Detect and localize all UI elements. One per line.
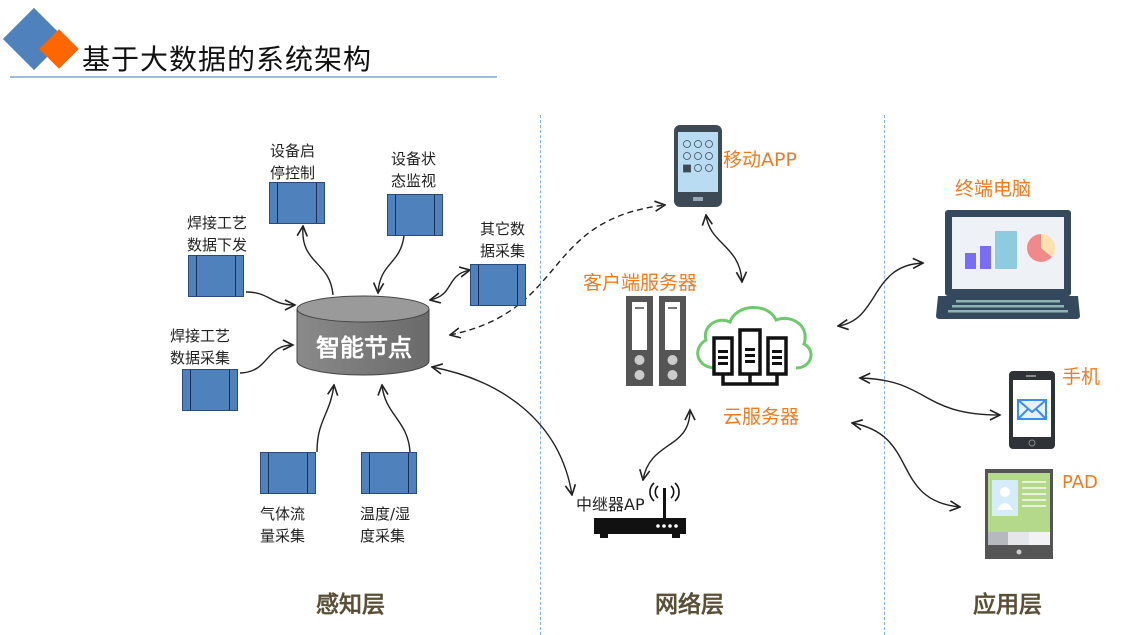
device-box-temp-humidity[interactable] [361,452,417,494]
device-box-start-stop[interactable] [269,182,325,224]
smart-node[interactable]: 智能节点 [296,295,430,377]
arrow-gas-to-node [316,385,334,453]
repeater-label: 中继器AP [576,495,645,514]
device-label-weld-collect: 焊接工艺数据采集 [170,327,231,367]
cloud-server[interactable] [688,298,818,393]
arrow-weldcollect-to-node [239,345,293,374]
device-label-temp-humidity: 温度/湿度采集 [360,505,411,545]
arrow-node-to-startstop [303,226,334,296]
cloud-server-icon [696,306,813,386]
mobile-app-label: 移动APP [723,149,797,171]
arrow-repeater-cloud [643,410,690,480]
server-rack-icon [626,296,686,386]
mobile-app-device[interactable] [673,124,723,208]
device-box-gas-flow[interactable] [260,452,316,494]
arrow-mobile-cloud [706,215,742,282]
device-box-other-data[interactable] [470,264,526,306]
terminal-pc[interactable] [934,208,1082,323]
device-label-start-stop: 设备启停控制 [270,142,316,182]
device-box-weld-download[interactable] [188,255,244,297]
phone-mail-icon [1009,371,1055,449]
device-label-status-monitor: 设备状态监视 [391,150,437,190]
arrow-node-othercollect [430,270,470,300]
client-server-label: 客户端服务器 [583,272,698,294]
arrow-download-to-node [245,291,295,305]
layer-label-network: 网络层 [655,592,724,618]
arrow-node-mobile-dashed [450,205,665,335]
cloud-server-label: 云服务器 [723,406,800,428]
arrow-temp-to-node [382,385,411,453]
arrow-cloud-pc [838,263,923,326]
terminal-pad-label: PAD [1062,472,1098,493]
page-title: 基于大数据的系统架构 [82,43,373,76]
arrow-node-repeater [432,367,572,495]
database-cylinder-icon [296,295,430,376]
device-box-weld-collect[interactable] [182,369,238,411]
repeater-ap[interactable] [592,480,688,540]
device-label-gas-flow: 气体流量采集 [260,505,306,545]
device-box-status-monitor[interactable] [387,194,443,236]
arrow-cloud-pad [852,423,960,507]
title-underline [10,76,497,78]
client-server[interactable] [625,295,687,387]
device-label-other-data: 其它数据采集 [480,220,526,260]
device-label-weld-download: 焊接工艺数据下发 [187,214,248,254]
terminal-pad[interactable] [984,468,1054,560]
terminal-phone[interactable] [1008,370,1056,450]
layer-label-application: 应用层 [973,592,1042,618]
smartphone-apps-icon [674,125,722,207]
terminal-pc-label: 终端电脑 [955,178,1032,200]
tablet-contact-icon [985,469,1053,559]
terminal-phone-label: 手机 [1062,366,1101,388]
layer-label-perception: 感知层 [316,592,385,618]
arrow-cloud-phone [860,378,1000,415]
wifi-router-icon [594,482,686,538]
laptop-chart-icon [936,210,1080,319]
smart-node-label: 智能节点 [316,334,412,362]
arrow-status-to-node [378,235,405,293]
